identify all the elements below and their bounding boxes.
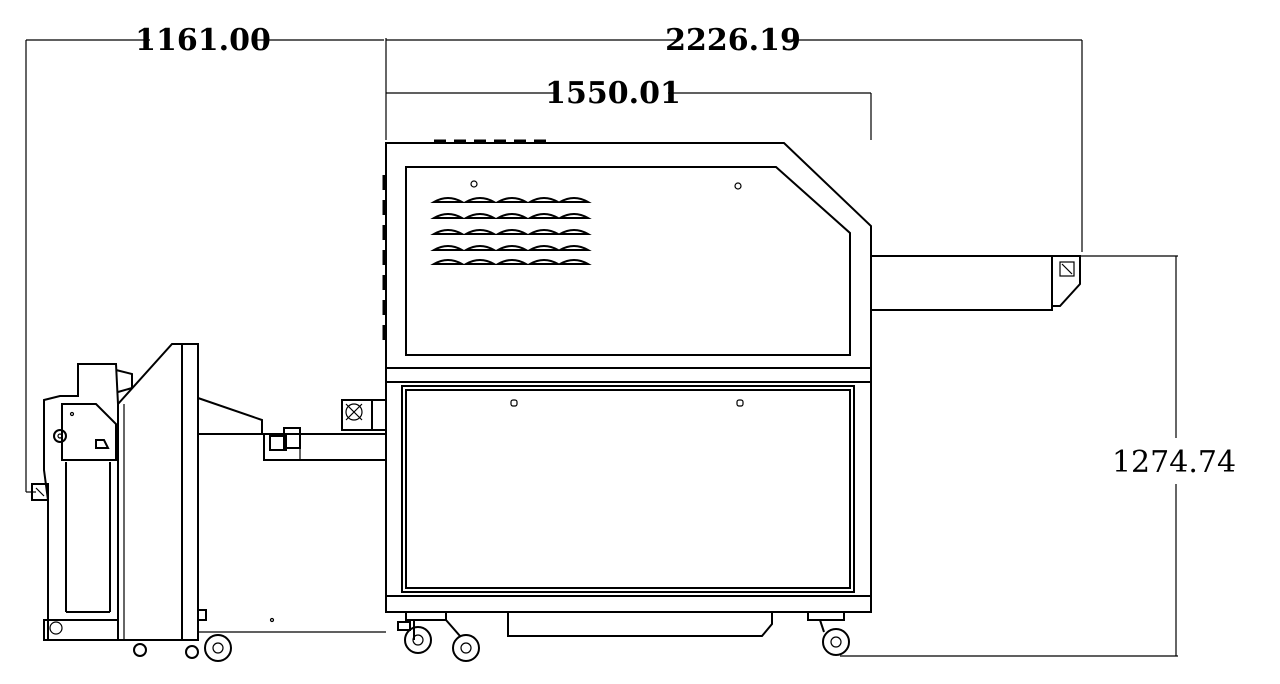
dimension-label-1550: 1550.01 <box>545 76 681 111</box>
dimension-label-1161: 1161.00 <box>135 23 271 58</box>
caster-left-front <box>397 611 447 654</box>
caster-right <box>807 611 850 656</box>
dimension-label-1274: 1274.74 <box>1112 445 1236 480</box>
lower-cabinet <box>385 367 872 637</box>
feeder-tower <box>117 343 264 641</box>
upper-cabinet <box>382 139 872 369</box>
output-conveyor <box>871 255 1081 311</box>
vent-grille <box>430 197 592 265</box>
feeder-hopper <box>31 363 133 641</box>
dimension-left-width: 1161.00 <box>25 23 384 493</box>
connecting-bridge <box>263 399 387 461</box>
caster-left-rear <box>445 619 480 662</box>
dimension-cabinet-length: 1550.01 <box>386 76 872 140</box>
dimension-overall-length: 2226.19 <box>385 23 1083 252</box>
dimension-label-2226: 2226.19 <box>665 23 801 58</box>
dimension-overall-height: 1274.74 <box>840 255 1236 657</box>
feeder-base <box>43 411 386 662</box>
